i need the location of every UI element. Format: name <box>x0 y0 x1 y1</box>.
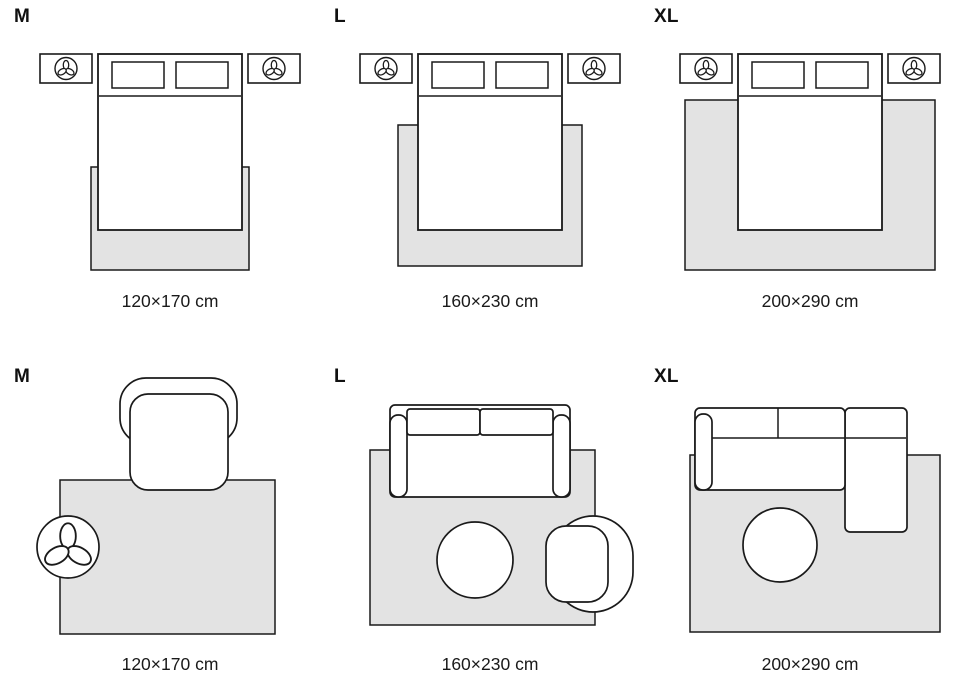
bedroom-panel-m: M 120×170 cm <box>0 0 320 330</box>
size-label: L <box>334 6 346 27</box>
dimension-label: 200×290 cm <box>761 654 859 674</box>
living-room-panel-m: M 120×170 cm <box>0 330 320 690</box>
armchair-shape <box>119 377 238 491</box>
living-room-illustration <box>369 404 634 626</box>
dimension-label: 120×170 cm <box>121 291 219 311</box>
bedroom-illustration <box>640 53 960 271</box>
size-label: M <box>14 366 31 387</box>
nightstand-left <box>40 54 92 83</box>
nightstand-right <box>888 54 940 83</box>
living-room-illustration <box>36 377 276 635</box>
bedroom-illustration <box>0 53 320 271</box>
dimension-label: 120×170 cm <box>121 654 219 674</box>
bed-shape <box>737 53 883 231</box>
coffee-table-shape <box>742 507 818 583</box>
dimension-label: 200×290 cm <box>761 291 859 311</box>
plant-icon <box>36 515 100 579</box>
sectional-sofa-shape <box>694 407 908 533</box>
nightstand-right <box>568 54 620 83</box>
bedroom-panel-xl: XL 200×290 cm <box>640 0 960 330</box>
dimension-label: 160×230 cm <box>441 654 539 674</box>
size-label: L <box>334 366 346 387</box>
bedroom-panel-l: L 160×230 cm <box>320 0 640 330</box>
bedroom-size-row: M 120×170 cm L 160×230 cm XL <box>0 0 960 330</box>
nightstand-right <box>248 54 300 83</box>
living-room-panel-xl: XL 200×290 cm <box>640 330 960 690</box>
dimension-label: 160×230 cm <box>441 291 539 311</box>
sofa-shape <box>389 404 571 498</box>
nightstand-left <box>680 54 732 83</box>
living-room-size-row: M 120×170 cm L <box>0 330 960 690</box>
bed-shape <box>417 53 563 231</box>
living-room-panel-l: L 160×230 cm <box>320 330 640 690</box>
bed-shape <box>97 53 243 231</box>
coffee-table-shape <box>436 521 514 599</box>
nightstand-left <box>360 54 412 83</box>
living-room-illustration <box>689 407 941 633</box>
bedroom-illustration <box>320 53 640 267</box>
size-label: M <box>14 6 31 27</box>
size-label: XL <box>654 6 679 27</box>
size-label: XL <box>654 366 679 387</box>
armchair-shape <box>545 515 634 613</box>
